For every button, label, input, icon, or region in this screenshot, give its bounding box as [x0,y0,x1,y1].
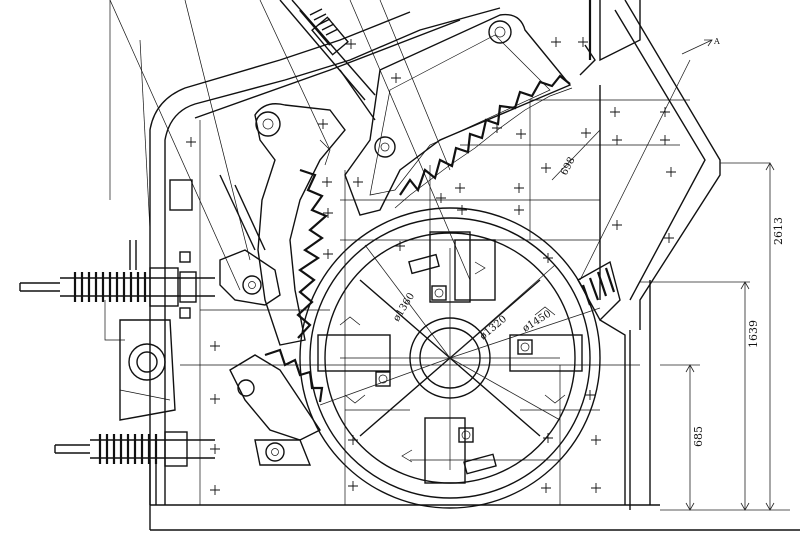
right-lining [577,0,626,505]
diameter-1320: ø1320 [478,314,509,343]
dimension-lines [551,39,790,511]
dim-698: 698 [559,155,578,177]
dim-1639: 1639 [747,320,760,348]
rotor-assembly [299,207,601,509]
top-adjusting-rod [279,0,376,121]
upper-impact-plate [344,13,573,216]
dim-685: 685 [692,426,705,447]
marker-a: A [713,37,720,46]
upper-spring-assembly [19,240,215,319]
housing-frame [149,0,800,531]
support-arms [219,174,324,466]
left-brackets [104,179,193,421]
lower-spring-assembly [54,431,215,505]
lower-impact-plate [254,103,346,346]
center-cross-marks [186,37,676,495]
diameter-1450: ø1450 [521,309,554,335]
dim-2613: 2613 [772,217,785,245]
